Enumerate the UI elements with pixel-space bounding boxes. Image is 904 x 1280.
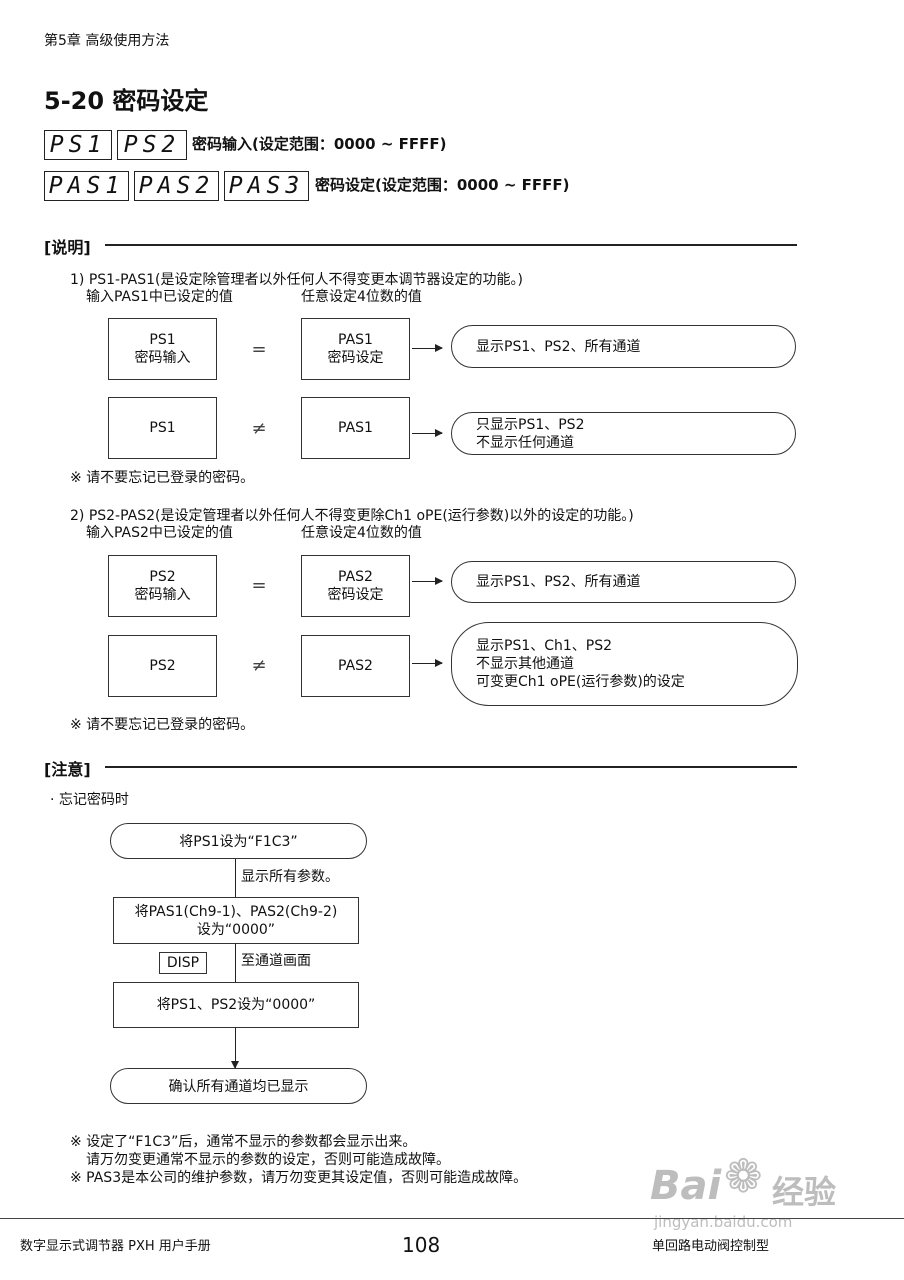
item2-ps2-box: PS2 [108,635,217,697]
flow-step3: 将PS1、PS2设为“0000” [113,982,359,1028]
item1-result-equal: 显示PS1、PS2、所有通道 [451,325,796,368]
result-line: 不显示任何通道 [476,434,574,451]
equals-sign: = [251,339,267,360]
item2-col-left: 输入PAS2中已设定的值 [86,525,233,541]
not-equals-sign: ≠ [251,655,267,676]
box-line: PAS2 [338,569,373,585]
segment-display-ps2: PS2 [117,130,187,160]
segment-display-ps1: PS1 [44,130,112,160]
caution-bullet: · 忘记密码时 [50,792,129,808]
item1-note: ※ 请不要忘记已登录的密码。 [70,470,255,486]
item1-ps1-box: PS1 [108,397,217,459]
footer-right: 单回路电动阀控制型 [652,1239,770,1254]
item1-pas1-setting-box: PAS1 密码设定 [301,318,410,380]
arrow-right [412,577,443,585]
flow-line: 设为“0000” [196,921,276,938]
watermark-brand2: 经验 [772,1173,837,1211]
explanation-heading: [说明] [44,238,91,257]
item2-title: 2) PS2-PAS2(是设定管理者以外任何人不得变更除Ch1 oPE(运行参数… [70,508,634,524]
item2-result-notequal: 显示PS1、Ch1、PS2 不显示其他通道 可变更Ch1 oPE(运行参数)的设… [451,622,798,706]
box-line: PS1 [149,332,176,348]
caution-note-3: ※ PAS3是本公司的维护参数，请万勿变更其设定值，否则可能造成故障。 [70,1170,528,1186]
box-line: PS2 [149,569,176,585]
flow-step1: 将PS1设为“F1C3” [110,823,367,859]
result-line: 可变更Ch1 oPE(运行参数)的设定 [476,674,685,690]
segment-display-pas1: PAS1 [44,171,129,201]
result-line: 显示PS1、PS2、所有通道 [476,338,641,355]
arrow-right [412,344,443,352]
flow-step2: 将PAS1(Ch9-1)、PAS2(Ch9-2) 设为“0000” [113,897,359,944]
item2-result-equal: 显示PS1、PS2、所有通道 [451,561,796,603]
flow-connector [235,859,236,897]
result-line: 显示PS1、Ch1、PS2 [476,638,613,654]
caution-note-1: ※ 设定了“F1C3”后，通常不显示的参数都会显示出来。 [70,1134,417,1150]
result-line: 只显示PS1、PS2 [476,416,585,433]
item1-ps1-input-box: PS1 密码输入 [108,318,217,380]
password-input-label: 密码输入(设定范围：0000 ~ FFFF) [192,135,447,153]
flow-step4: 确认所有通道均已显示 [110,1068,367,1104]
result-line: 显示PS1、PS2、所有通道 [476,574,641,590]
disp-key: DISP [159,952,207,974]
explanation-rule [105,244,797,246]
footer-left: 数字显示式调节器 PXH 用户手册 [20,1239,211,1254]
arrow-right [412,659,443,667]
watermark-url: jingyan.baidu.com [654,1213,793,1231]
flow-label1: 显示所有参数。 [241,869,339,885]
item1-pas1-box: PAS1 [301,397,410,459]
caution-note-2: 请万勿变更通常不显示的参数的设定，否则可能造成故障。 [86,1152,450,1168]
watermark-logo: Bai ❁ 经验 jingyan.baidu.com [650,1145,850,1231]
footer-rule [0,1218,904,1219]
item2-pas2-box: PAS2 [301,635,410,697]
box-line: 密码输入 [134,587,191,603]
item2-note: ※ 请不要忘记已登录的密码。 [70,717,255,733]
item1-result-notequal: 只显示PS1、PS2 不显示任何通道 [451,412,796,455]
chapter-header: 第5章 高级使用方法 [44,33,170,49]
box-line: 密码输入 [134,350,191,366]
item1-col-right: 任意设定4位数的值 [301,289,422,305]
flow-connector [235,943,236,982]
result-line: 不显示其他通道 [476,656,574,672]
page-number: 108 [402,1233,441,1257]
equals-sign: = [251,575,267,596]
caution-rule [105,766,797,768]
box-line: 密码设定 [327,350,384,366]
box-line: PAS2 [338,658,373,674]
caution-heading: [注意] [44,760,91,779]
section-title: 5-20 密码设定 [44,87,209,115]
item1-title: 1) PS1-PAS1(是设定除管理者以外任何人不得变更本调节器设定的功能。) [70,272,523,288]
segment-display-pas3: PAS3 [224,171,309,201]
box-line: PAS1 [338,420,373,436]
item1-col-left: 输入PAS1中已设定的值 [86,289,233,305]
arrow-right [412,429,443,437]
box-line: PAS1 [338,332,373,348]
flow-arrow-down [231,1027,239,1069]
not-equals-sign: ≠ [251,418,267,439]
password-setting-label: 密码设定(设定范围：0000 ~ FFFF) [315,176,570,194]
segment-display-pas2: PAS2 [134,171,219,201]
flow-line: 将PAS1(Ch9-1)、PAS2(Ch9-2) [134,903,338,920]
item2-pas2-setting-box: PAS2 密码设定 [301,555,410,617]
box-line: 密码设定 [327,587,384,603]
item2-col-right: 任意设定4位数的值 [301,525,422,541]
flow-label2: 至通道画面 [241,953,311,969]
item2-ps2-input-box: PS2 密码输入 [108,555,217,617]
box-line: PS2 [149,658,176,674]
box-line: PS1 [149,420,176,436]
paw-icon: ❁ [724,1149,763,1203]
watermark-brand: Bai [650,1163,722,1209]
